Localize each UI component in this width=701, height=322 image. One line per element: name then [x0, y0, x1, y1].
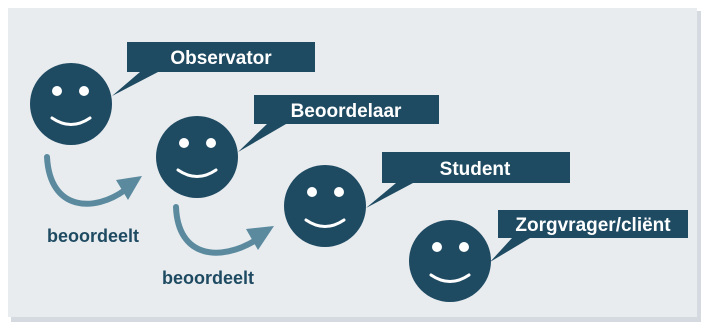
role-observator: Observator — [30, 42, 315, 145]
role-label-zorgvrager: Zorgvrager/cliënt — [515, 215, 671, 236]
curved-arrow-2 — [173, 204, 259, 256]
arrow-label-2: beoordeelt — [162, 268, 254, 288]
curved-arrow-1 — [44, 154, 128, 207]
role-student: Student — [284, 152, 570, 247]
speech-bubble-observator — [112, 42, 315, 96]
arrowhead-2-icon — [246, 226, 274, 250]
role-zorgvrager: Zorgvrager/cliënt — [409, 210, 688, 302]
role-label-student: Student — [440, 159, 511, 180]
arrow-observator-to-beoordelaar: beoordeelt — [44, 154, 142, 246]
arrowhead-1-icon — [116, 176, 142, 200]
speech-bubble-beoordelaar — [238, 95, 439, 152]
role-label-observator: Observator — [170, 48, 272, 69]
speech-bubble-student — [366, 152, 570, 208]
smiley-face-observator — [30, 63, 112, 145]
smiley-face-student — [284, 165, 366, 247]
role-beoordelaar: Beoordelaar — [156, 95, 439, 198]
speech-bubble-zorgvrager — [490, 210, 688, 262]
background-panel — [8, 8, 697, 317]
arrow-beoordelaar-to-student: beoordeelt — [162, 204, 274, 288]
smiley-face-beoordelaar — [156, 116, 238, 198]
arrow-label-1: beoordeelt — [47, 226, 139, 246]
role-label-beoordelaar: Beoordelaar — [291, 101, 402, 122]
smiley-face-zorgvrager — [409, 220, 491, 302]
